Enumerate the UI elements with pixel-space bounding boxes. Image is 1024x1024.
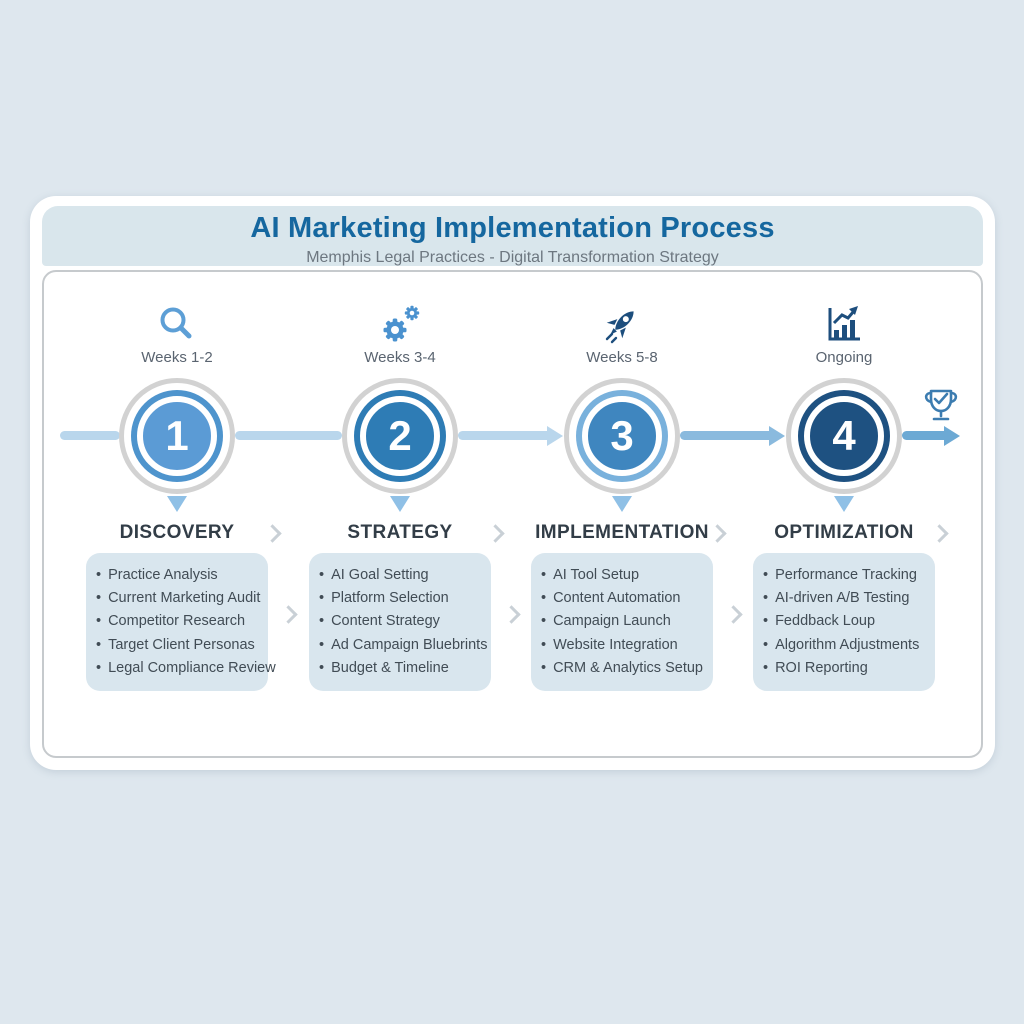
stage-items-card: AI Goal Setting Platform Selection Conte… [309,553,491,691]
infographic-card: AI Marketing Implementation Process Memp… [30,196,995,770]
list-item: Content Strategy [319,610,481,633]
process-panel: Weeks 1-2 1 DISCOVERY Practice Analysis … [42,270,983,758]
page-subtitle: Memphis Legal Practices - Digital Transf… [306,249,719,266]
stage-items-card: Performance Tracking AI-driven A/B Testi… [753,553,935,691]
list-item: AI Goal Setting [319,564,481,587]
rocket-icon [511,302,733,348]
list-item: Algorithm Adjustments [763,634,925,657]
list-item: AI-driven A/B Testing [763,587,925,610]
list-item: Campaign Launch [541,610,703,633]
list-item: Website Integration [541,634,703,657]
stage-circle: 3 [564,378,680,494]
stage-strategy: Weeks 3-4 2 STRATEGY AI Goal Setting Pla… [289,302,511,742]
timeline-arrowhead-icon [944,425,960,446]
stage-circle: 2 [342,378,458,494]
header-band: AI Marketing Implementation Process Memp… [42,206,983,266]
stage-items-card: Practice Analysis Current Marketing Audi… [86,553,276,691]
stage-circle: 1 [119,378,235,494]
list-item: CRM & Analytics Setup [541,657,703,680]
timeline-segment [235,431,342,440]
list-item: AI Tool Setup [541,564,703,587]
list-item: ROI Reporting [763,657,925,680]
list-item: Feddback Loup [763,610,925,633]
stage-weeks: Weeks 3-4 [364,349,436,366]
stage-weeks: Weeks 5-8 [586,349,658,366]
stage-implementation: Weeks 5-8 3 IMPLEMENTATION AI Tool Setup… [511,302,733,742]
stage-label: DISCOVERY [119,522,235,543]
stage-circle: 4 [786,378,902,494]
stage-label: IMPLEMENTATION [535,522,709,543]
timeline-segment [458,431,547,440]
stage-weeks: Weeks 1-2 [141,349,213,366]
search-icon [66,302,288,348]
gears-icon [289,302,511,348]
timeline-arrowhead-icon [769,425,785,446]
stage-label: OPTIMIZATION [774,522,914,543]
list-item: Practice Analysis [96,564,258,587]
list-item: Ad Campaign Bluebrints [319,634,487,657]
stage-number: 3 [582,396,662,476]
stage-items-card: AI Tool Setup Content Automation Campaig… [531,553,713,691]
stage-weeks: Ongoing [815,349,873,366]
list-item: Platform Selection [319,587,481,610]
timeline-segment [902,431,944,440]
pointer-triangle-icon [612,496,632,512]
trophy-icon [918,384,964,430]
stage-number: 4 [804,396,884,476]
pointer-triangle-icon [834,496,854,512]
list-item: Content Automation [541,587,703,610]
timeline-segment [680,431,769,440]
stage-optimization: Ongoing 4 OPTIMIZATION Performance Track… [733,302,955,742]
list-item: Target Client Personas [96,634,258,657]
list-item: Legal Compliance Review [96,657,276,680]
list-item: Current Marketing Audit [96,587,260,610]
chart-icon [733,302,955,348]
page-title: AI Marketing Implementation Process [250,212,775,244]
stage-label: STRATEGY [347,522,453,543]
list-item: Competitor Research [96,610,258,633]
stage-number: 1 [137,396,217,476]
pointer-triangle-icon [390,496,410,512]
timeline-segment [60,431,120,440]
stage-number: 2 [360,396,440,476]
list-item: Budget & Timeline [319,657,481,680]
list-item: Performance Tracking [763,564,925,587]
stage-discovery: Weeks 1-2 1 DISCOVERY Practice Analysis … [66,302,288,742]
pointer-triangle-icon [167,496,187,512]
timeline-arrowhead-icon [547,425,563,446]
